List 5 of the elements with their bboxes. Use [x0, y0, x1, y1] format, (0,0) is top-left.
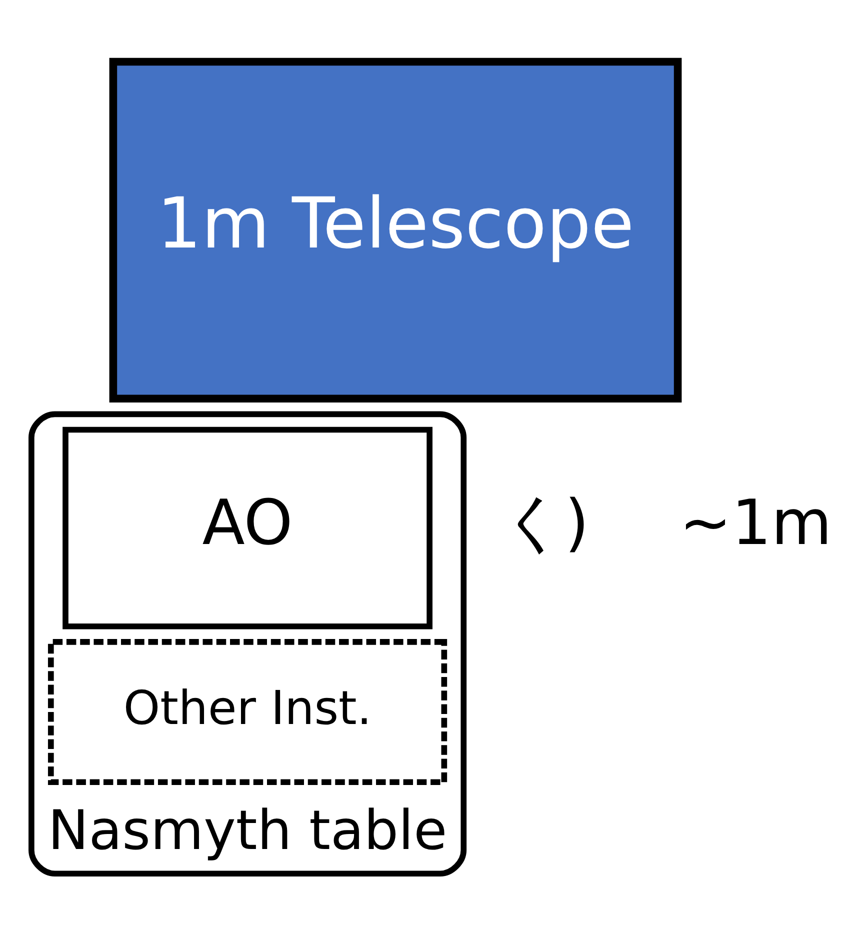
label: く) — [502, 486, 590, 559]
node-box: Other Inst. — [48, 639, 448, 786]
node-box: 1m Telescope — [109, 58, 682, 402]
node-box: AO — [62, 426, 432, 630]
label: ~1m — [679, 486, 832, 559]
